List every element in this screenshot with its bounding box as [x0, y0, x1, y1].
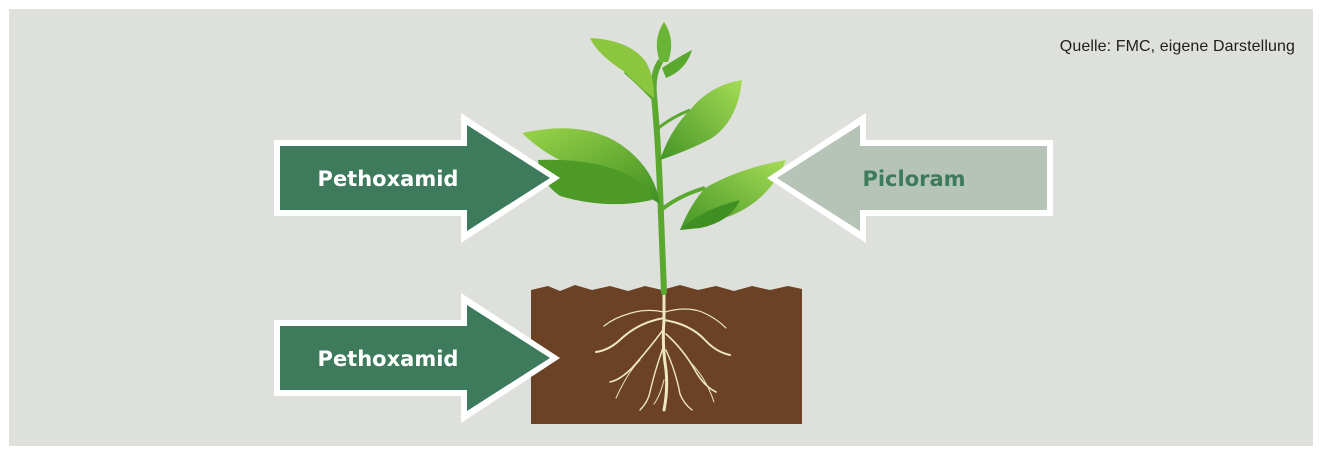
soil-block [531, 285, 802, 424]
source-caption: Quelle: FMC, eigene Darstellung [1059, 38, 1295, 55]
arrow-picloram: Picloram [767, 113, 1053, 243]
arrow-label-right: Picloram [862, 167, 965, 191]
arrow-pethoxamid-top: Pethoxamid [274, 113, 560, 243]
roots [595, 288, 731, 412]
arrow-label-top: Pethoxamid [318, 167, 459, 191]
arrow-pethoxamid-bottom: Pethoxamid [274, 293, 560, 423]
plant-illustration [522, 22, 786, 295]
arrow-label-bottom: Pethoxamid [318, 347, 459, 371]
